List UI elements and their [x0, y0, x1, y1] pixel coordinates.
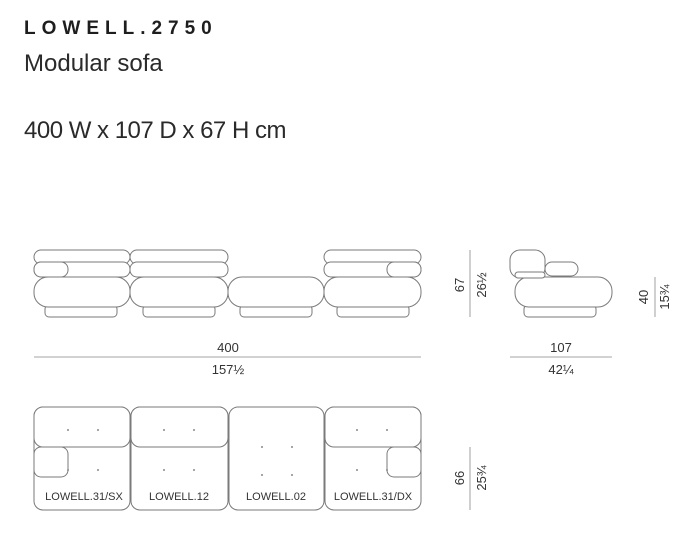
- width-cm-label: 400: [217, 340, 239, 355]
- front-module-3: [227, 276, 325, 318]
- side-view: 107 42¼ 40 15¾: [509, 249, 672, 377]
- plan-view: LOWELL.31/SX LOWELL.12 LOWELL.02 LOWELL.…: [33, 406, 489, 511]
- front-module-2: [129, 249, 229, 318]
- plan-module-2: LOWELL.12: [130, 406, 229, 511]
- plan-module-4: LOWELL.31/DX: [324, 406, 422, 511]
- product-subtitle: Modular sofa: [24, 50, 163, 77]
- plan-module-1: LOWELL.31/SX: [33, 406, 131, 511]
- plan-module-label: LOWELL.02: [246, 491, 306, 503]
- height-in-label: 26½: [474, 272, 489, 297]
- front-module-1: [33, 249, 131, 318]
- front-module-4: [323, 249, 422, 318]
- overall-dimensions: 400 W x 107 D x 67 H cm: [24, 117, 286, 144]
- plan-depth-cm-label: 66: [452, 471, 467, 485]
- seat-height-in-label: 15¾: [657, 284, 672, 309]
- plan-module-label: LOWELL.12: [149, 491, 209, 503]
- plan-module-label: LOWELL.31/SX: [45, 491, 123, 503]
- depth-in-label: 42¼: [548, 362, 573, 377]
- seat-height-cm-label: 40: [636, 290, 651, 304]
- width-in-label: 157½: [212, 362, 245, 377]
- plan-depth-in-label: 25¾: [474, 465, 489, 490]
- depth-cm-label: 107: [550, 340, 572, 355]
- product-title: LOWELL.2750: [24, 18, 218, 39]
- plan-module-3: LOWELL.02: [228, 406, 325, 511]
- plan-module-label: LOWELL.31/DX: [334, 491, 413, 503]
- front-view: 400 157½ 67 26½: [33, 249, 489, 377]
- height-cm-label: 67: [452, 278, 467, 292]
